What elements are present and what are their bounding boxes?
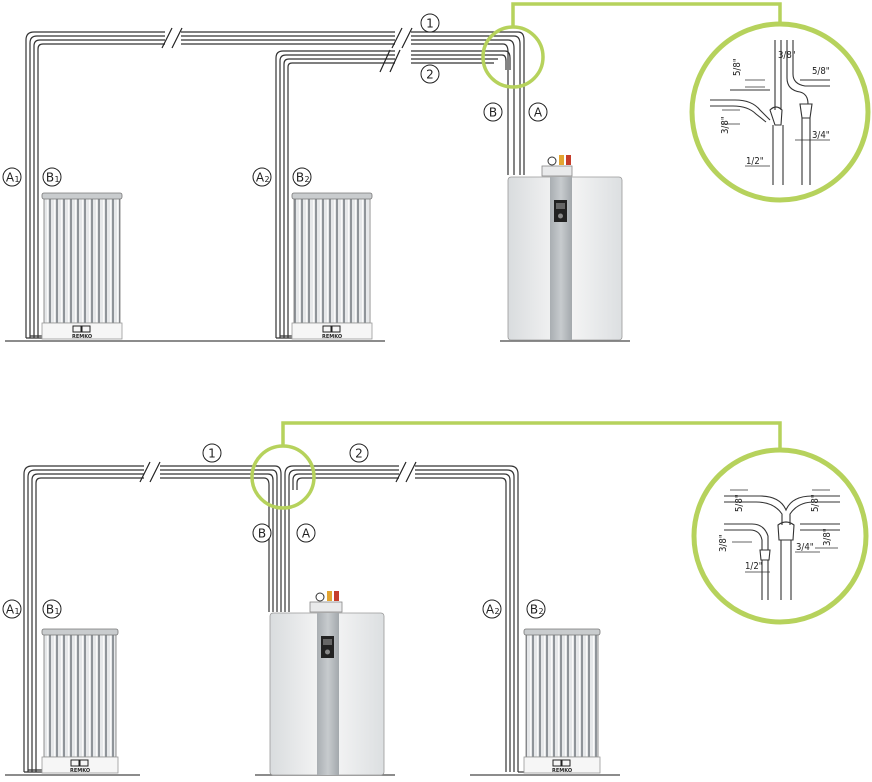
svg-text:1/2": 1/2" bbox=[745, 561, 763, 572]
svg-text:1/2": 1/2" bbox=[746, 156, 764, 167]
detail-highlight bbox=[250, 421, 782, 510]
logo-text: REMKO bbox=[322, 334, 342, 340]
svg-text:2: 2 bbox=[538, 607, 543, 616]
indoor-unit-2: REMKO bbox=[291, 192, 373, 340]
detail-magnifier: 3/8" 5/8" 5/8" 3/8" 3/4" 1/2" bbox=[689, 21, 871, 203]
svg-text:5/8": 5/8" bbox=[812, 66, 830, 77]
svg-text:5/8": 5/8" bbox=[810, 494, 821, 512]
label-b2: B 2 bbox=[292, 167, 312, 187]
svg-text:A: A bbox=[256, 171, 265, 185]
svg-text:1: 1 bbox=[208, 447, 216, 461]
top-diagram: REMKO REMKO 1 bbox=[2, 2, 871, 342]
svg-text:1: 1 bbox=[54, 175, 59, 184]
svg-text:3/8": 3/8" bbox=[822, 528, 833, 546]
label-a1: A 1 bbox=[2, 599, 22, 619]
label-a2: A 2 bbox=[482, 599, 502, 619]
label-line-1: 1 bbox=[420, 13, 440, 33]
svg-text:3/8": 3/8" bbox=[778, 50, 796, 61]
svg-text:1: 1 bbox=[14, 175, 19, 184]
logo-text: REMKO bbox=[552, 768, 572, 774]
svg-text:2: 2 bbox=[355, 447, 363, 461]
svg-text:2: 2 bbox=[304, 175, 309, 184]
svg-text:A: A bbox=[534, 106, 543, 120]
svg-text:B: B bbox=[46, 171, 54, 185]
svg-text:B: B bbox=[489, 106, 497, 120]
detail-highlight bbox=[481, 2, 782, 89]
svg-text:3/8": 3/8" bbox=[718, 534, 729, 552]
bottom-diagram: REMKO REMKO 1 2 bbox=[2, 421, 869, 776]
svg-text:3/4": 3/4" bbox=[812, 130, 830, 141]
label-b2: B 2 bbox=[526, 599, 546, 619]
svg-text:A: A bbox=[486, 603, 495, 617]
label-b1: B 1 bbox=[42, 167, 62, 187]
logo-text: REMKO bbox=[72, 334, 92, 340]
logo-text: REMKO bbox=[70, 768, 90, 774]
label-a: A bbox=[296, 523, 316, 543]
svg-text:2: 2 bbox=[264, 175, 269, 184]
label-a1: A 1 bbox=[2, 167, 22, 187]
svg-text:B: B bbox=[46, 603, 54, 617]
indoor-unit-1: REMKO bbox=[41, 628, 119, 774]
outdoor-unit bbox=[269, 591, 385, 776]
svg-text:5/8": 5/8" bbox=[732, 58, 743, 76]
label-line-2: 2 bbox=[420, 64, 440, 84]
svg-text:2: 2 bbox=[426, 68, 434, 82]
outdoor-unit bbox=[507, 155, 623, 341]
label-b1: B 1 bbox=[42, 599, 62, 619]
pipe-line-2 bbox=[275, 50, 511, 338]
label-a: A bbox=[528, 102, 548, 122]
label-b: B bbox=[252, 523, 272, 543]
pipe-line-1 bbox=[25, 31, 525, 338]
svg-text:A: A bbox=[6, 171, 15, 185]
detail-magnifier: 5/8" 5/8" 3/8" 3/8" 3/4" 1/2" bbox=[691, 447, 869, 625]
label-b: B bbox=[483, 102, 503, 122]
svg-text:A: A bbox=[302, 527, 311, 541]
svg-text:5/8": 5/8" bbox=[734, 494, 745, 512]
break-marks bbox=[161, 27, 413, 73]
svg-text:2: 2 bbox=[494, 607, 499, 616]
svg-text:A: A bbox=[6, 603, 15, 617]
indoor-unit-2: REMKO bbox=[523, 628, 601, 774]
svg-text:B: B bbox=[530, 603, 538, 617]
label-a2: A 2 bbox=[252, 167, 272, 187]
label-line-2: 2 bbox=[349, 443, 369, 463]
svg-text:B: B bbox=[258, 527, 266, 541]
label-line-1: 1 bbox=[202, 443, 222, 463]
svg-text:1: 1 bbox=[54, 607, 59, 616]
break-marks bbox=[139, 461, 417, 483]
svg-text:B: B bbox=[296, 171, 304, 185]
svg-text:1: 1 bbox=[14, 607, 19, 616]
indoor-unit-1: REMKO bbox=[41, 192, 123, 340]
svg-text:1: 1 bbox=[426, 17, 434, 31]
svg-text:3/8": 3/8" bbox=[720, 116, 731, 134]
svg-text:3/4": 3/4" bbox=[796, 542, 814, 553]
